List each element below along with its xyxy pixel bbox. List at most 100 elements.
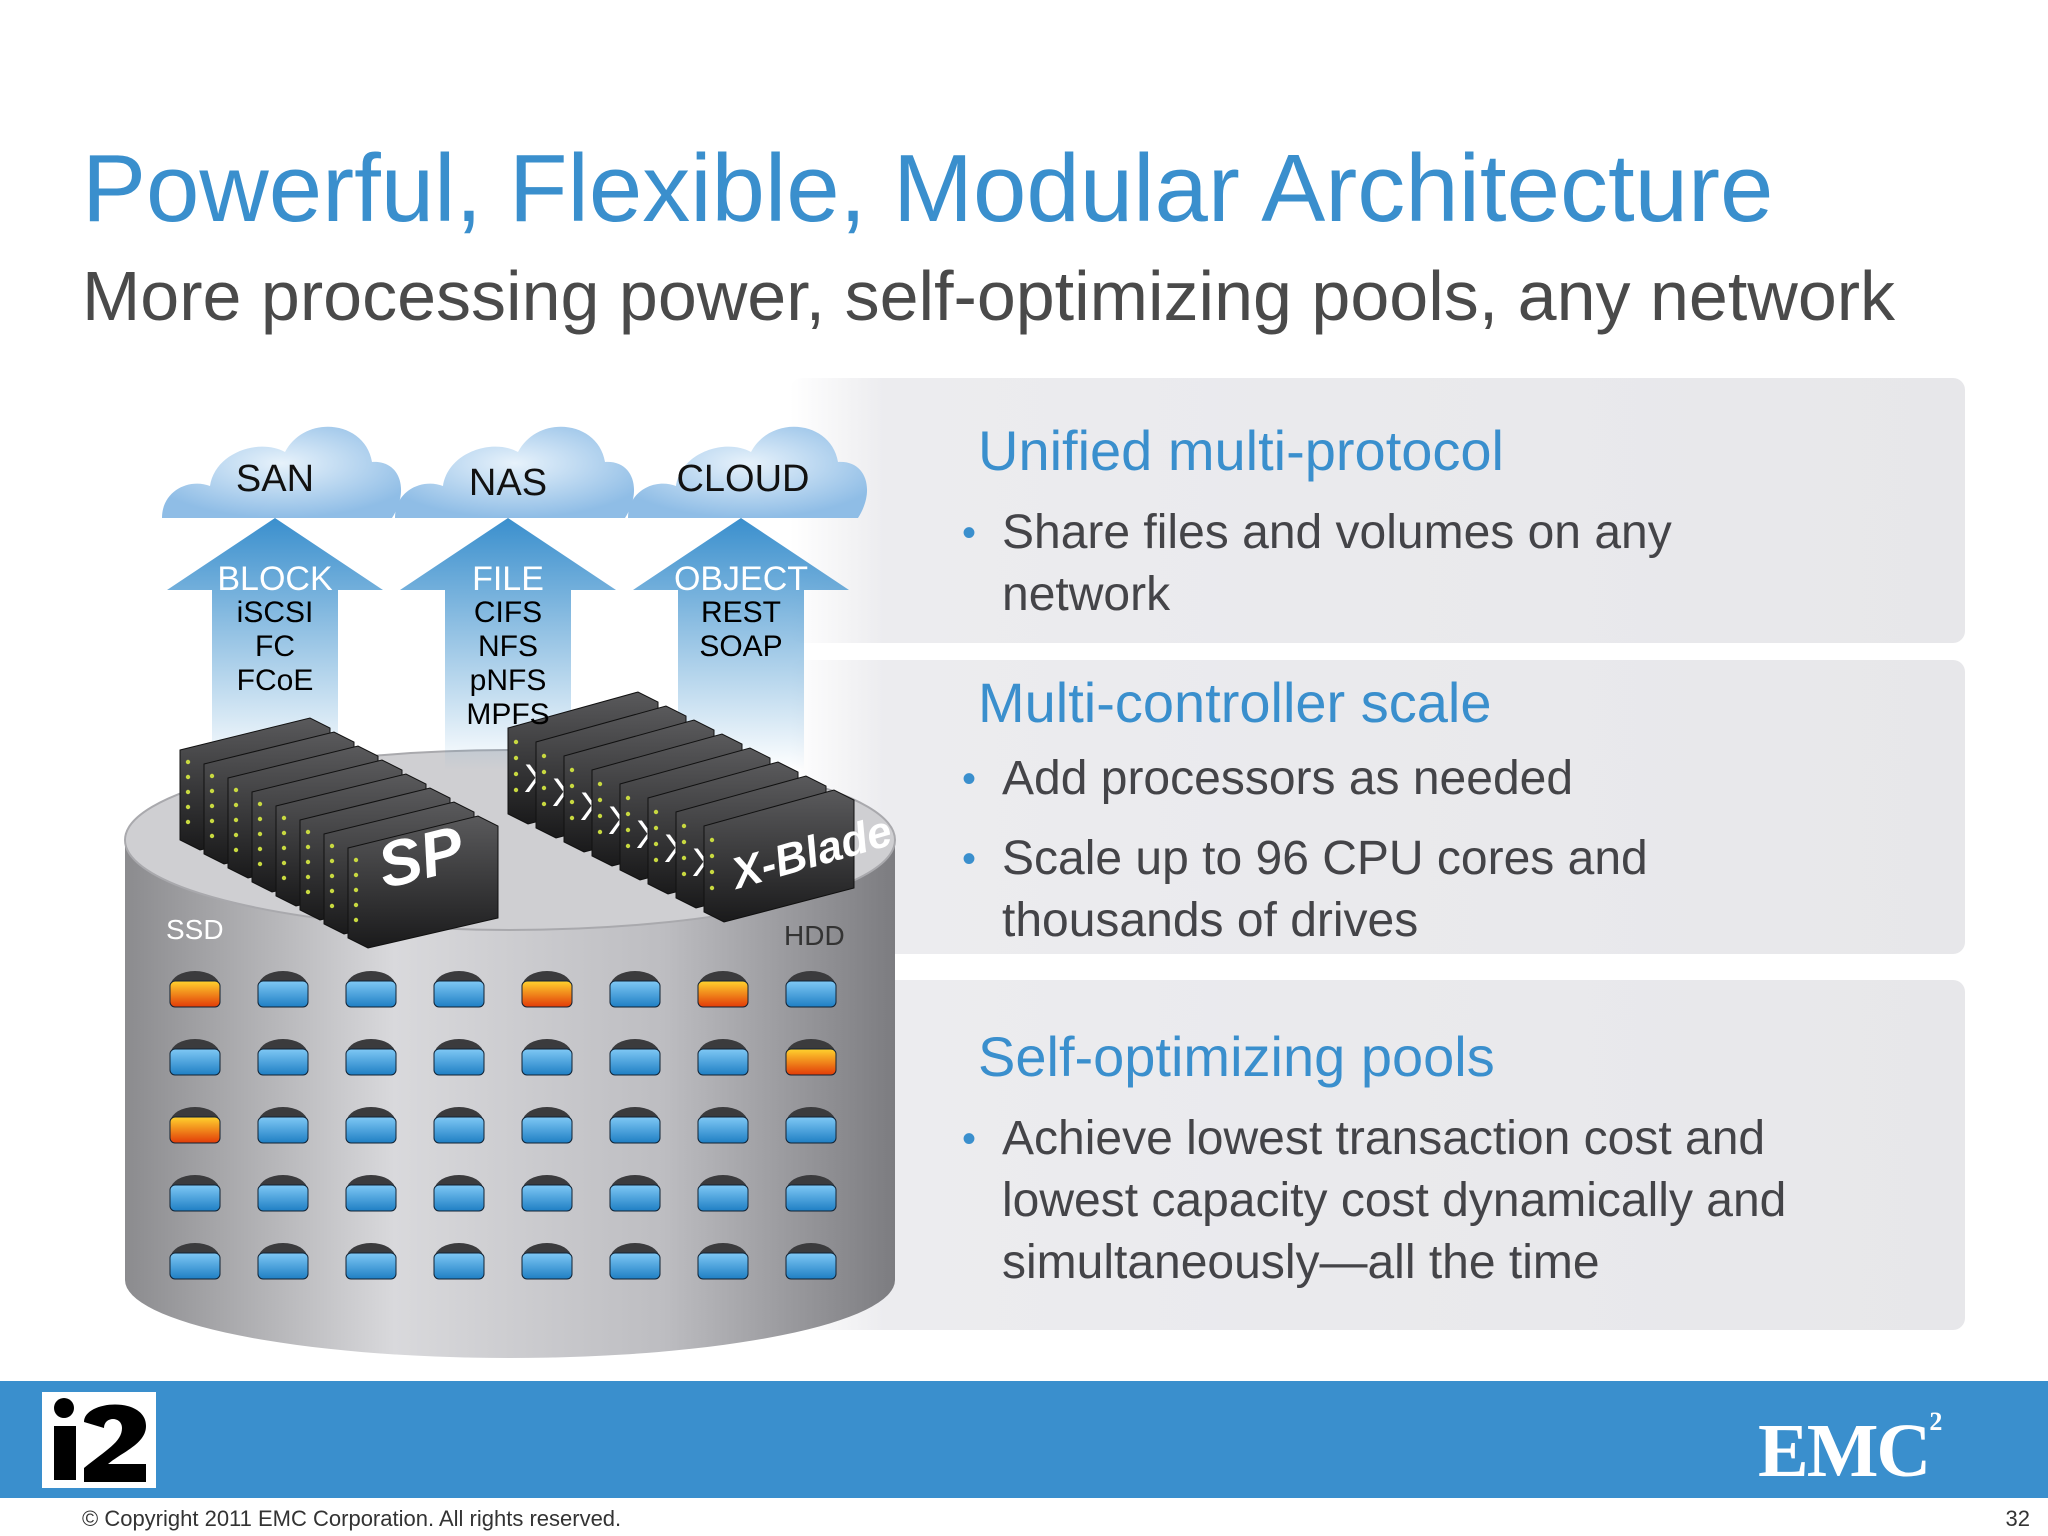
cloud-label-cloud: CLOUD — [676, 458, 810, 500]
disk-drive — [257, 1243, 309, 1280]
panel-self-optimizing: Self-optimizing pools • Achieve lowest t… — [790, 980, 1965, 1330]
page-subtitle: More processing power, self-optimizing p… — [82, 257, 1896, 335]
protocol-item: REST — [700, 596, 781, 629]
arrow-block — [167, 518, 383, 770]
disk-drive — [609, 1039, 661, 1076]
disk-drive — [169, 971, 221, 1008]
disk-drive — [433, 1039, 485, 1076]
i2-logo — [42, 1392, 156, 1488]
disk-drive — [521, 1039, 573, 1076]
disk-drive — [521, 1107, 573, 1144]
page-title: Powerful, Flexible, Modular Architecture — [82, 135, 1774, 242]
disk-drive — [785, 1175, 837, 1212]
protocol-type: FILE — [472, 560, 544, 598]
disk-drive — [433, 1175, 485, 1212]
protocol-stack-object: OBJECT REST SOAP — [671, 562, 811, 664]
sp-blade — [347, 815, 499, 949]
disk-drive — [697, 1243, 749, 1280]
footer-bar — [0, 1381, 2048, 1498]
bullet-text: Scale up to 96 CPU cores and thousands o… — [1002, 832, 1648, 947]
disk-drive — [521, 1175, 573, 1212]
bullet-text: Achieve lowest transaction cost and lowe… — [1002, 1112, 1787, 1289]
protocol-stack-file: FILE CIFS NFS pNFS MPFS — [438, 562, 578, 732]
ssd-label: SSD — [166, 914, 224, 945]
bullet-item: • Add processors as needed — [962, 748, 1762, 810]
disk-drive — [785, 1107, 837, 1144]
disk-drive — [697, 971, 749, 1008]
disk-drive — [345, 1175, 397, 1212]
disk-drive — [257, 1107, 309, 1144]
bullet-dot-icon: • — [962, 1117, 977, 1161]
cloud-cloud — [628, 426, 868, 518]
x-blade-controllers: XXXXXXX — [507, 691, 855, 923]
protocol-item: FC — [255, 630, 295, 663]
protocol-stack-block: BLOCK iSCSI FC FCoE — [205, 562, 345, 698]
protocol-type: BLOCK — [217, 560, 333, 598]
protocol-type: OBJECT — [673, 560, 809, 598]
protocol-item: pNFS — [469, 664, 547, 697]
disk-drive — [697, 1175, 749, 1212]
bullet-item: • Share files and volumes on any network — [962, 502, 1762, 626]
disk-drive — [697, 1107, 749, 1144]
cloud-nas — [395, 426, 635, 518]
cloud-label-san: SAN — [235, 458, 315, 500]
panel-multi-controller: Multi-controller scale • Add processors … — [790, 660, 1965, 954]
disk-drive — [257, 1039, 309, 1076]
disk-drive — [169, 1175, 221, 1212]
storage-illustration: XXXXXXX — [124, 426, 896, 1359]
cloud-san — [162, 426, 402, 518]
disk-array — [169, 971, 837, 1280]
disk-drive — [345, 1039, 397, 1076]
brand-sup: 2 — [1929, 1406, 1942, 1436]
sp-controllers — [179, 717, 499, 949]
disk-drive — [785, 1039, 837, 1076]
bullet-dot-icon: • — [962, 511, 977, 555]
disk-drive — [433, 1243, 485, 1280]
disk-drive — [785, 971, 837, 1008]
architecture-diagram: XXXXXXX SAN NAS CLOUD BLOCK iSCSI FC FCo… — [110, 390, 910, 1370]
page-number: 32 — [2005, 1506, 2030, 1531]
protocol-item: NFS — [478, 630, 538, 663]
disk-drive — [785, 1243, 837, 1280]
disk-drive — [521, 1243, 573, 1280]
bullet-dot-icon: • — [962, 757, 977, 801]
disk-drive — [345, 1107, 397, 1144]
bullet-dot-icon: • — [962, 837, 977, 881]
panel-unified: Unified multi-protocol • Share files and… — [790, 378, 1965, 643]
protocol-item: CIFS — [473, 596, 543, 629]
protocol-item: SOAP — [699, 630, 783, 663]
arrow-object — [633, 518, 849, 770]
disk-drive — [345, 1243, 397, 1280]
disk-drive — [169, 1039, 221, 1076]
disk-drive — [609, 971, 661, 1008]
cloud-label-nas: NAS — [468, 462, 548, 504]
panel-heading: Self-optimizing pools — [978, 1025, 1495, 1088]
disk-drive — [697, 1039, 749, 1076]
disk-drive — [257, 971, 309, 1008]
disk-drive — [433, 971, 485, 1008]
disk-drive — [609, 1243, 661, 1280]
disk-drive — [521, 971, 573, 1008]
protocol-arrows — [167, 518, 849, 770]
copyright-text: © Copyright 2011 EMC Corporation. All ri… — [82, 1506, 622, 1531]
emc-logo: EMC2 — [1758, 1406, 1942, 1495]
disk-drive — [609, 1107, 661, 1144]
disk-drive — [433, 1107, 485, 1144]
panel-heading: Unified multi-protocol — [978, 419, 1504, 482]
arrow-file — [400, 518, 616, 770]
disk-drive — [345, 971, 397, 1008]
panel-heading: Multi-controller scale — [978, 671, 1492, 734]
protocol-item: iSCSI — [236, 596, 314, 629]
bullet-item: • Scale up to 96 CPU cores and thousands… — [962, 828, 1762, 952]
disk-drive — [169, 1107, 221, 1144]
bullet-text: Share files and volumes on any network — [1002, 506, 1672, 621]
x-blade — [703, 789, 855, 923]
bullet-text: Add processors as needed — [1002, 752, 1574, 805]
disk-drive — [257, 1175, 309, 1212]
bullet-item: • Achieve lowest transaction cost and lo… — [962, 1108, 1902, 1294]
disk-drive — [169, 1243, 221, 1280]
brand-text: EMC — [1758, 1409, 1931, 1493]
protocol-item: MPFS — [466, 698, 550, 731]
disk-drive — [609, 1175, 661, 1212]
protocol-item: FCoE — [236, 664, 314, 697]
